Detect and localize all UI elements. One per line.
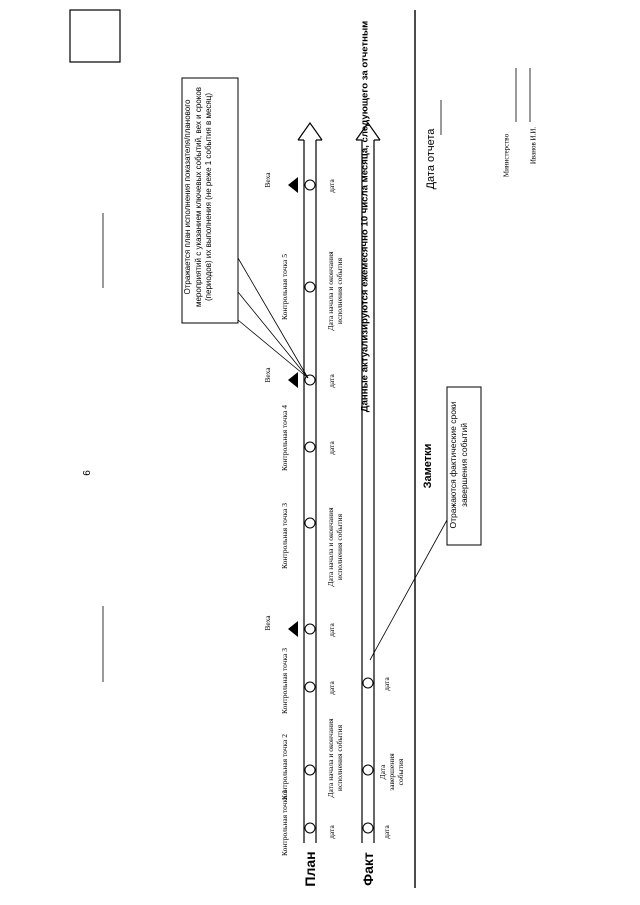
fact-callout-box [446, 386, 482, 546]
plan-callout-box [181, 77, 239, 324]
plan-point-2-label: Контрольная точка 2 [280, 734, 289, 800]
plan-callout-text: Отражается план исполнения показателя/пл… [183, 86, 213, 308]
plan-point-markers [304, 179, 316, 834]
plan-point-3-label: Контрольная точка 3 [280, 648, 289, 714]
plan-point-6-label: Контрольная точка 5 [280, 254, 289, 320]
fact-arrow [355, 121, 381, 843]
plan-point-5-label: Контрольная точка 4 [280, 405, 289, 471]
signer-name: Иванов И.И. [529, 126, 538, 165]
fact-point-3-date: дата [382, 677, 391, 691]
fact-point-1-date: дата [382, 825, 391, 839]
plan-point-4-label: Контрольная точка 3 [280, 503, 289, 569]
ministry-label: Министерство [502, 133, 511, 178]
report-date-label: Дата отчета [425, 128, 437, 190]
plan-milestone-1-date: дата [327, 623, 336, 637]
fact-point-markers [362, 677, 374, 834]
plan-milestone-3-label: Веха [263, 172, 272, 188]
stamp-box [69, 9, 121, 63]
plan-milestone-1-label: Веха [263, 615, 272, 631]
notes-heading: Заметки [422, 443, 434, 489]
fact-label: Факт [360, 852, 376, 886]
plan-point-3-date: дата [327, 681, 336, 695]
plan-milestone-2-date: дата [327, 374, 336, 388]
plan-point-5-date: дата [327, 441, 336, 455]
plan-label: План [302, 851, 318, 887]
update-note: Данные актуализируются ежемесячно 10 чис… [359, 20, 371, 413]
fact-callout-text: Отражаются фактические сроки завершения … [448, 401, 469, 529]
milestone-markers [288, 177, 298, 637]
fact-callout-leader [369, 519, 448, 661]
plan-point-4-date: Дата начала и окончания исполнения событ… [326, 507, 344, 587]
plan-callout-leaders [237, 257, 309, 379]
plan-point-6-date: Дата начала и окончания исполнения событ… [326, 251, 344, 331]
page-number: 6 [82, 470, 93, 476]
plan-milestone-3-date: дата [327, 179, 336, 193]
plan-milestone-2-label: Веха [263, 367, 272, 383]
plan-arrow [297, 121, 323, 843]
plan-point-2-date: Дата начала и окончания исполнения событ… [326, 718, 344, 798]
plan-point-1-date: дата [327, 825, 336, 839]
fact-point-2-date: Дата завершения события [378, 753, 405, 791]
